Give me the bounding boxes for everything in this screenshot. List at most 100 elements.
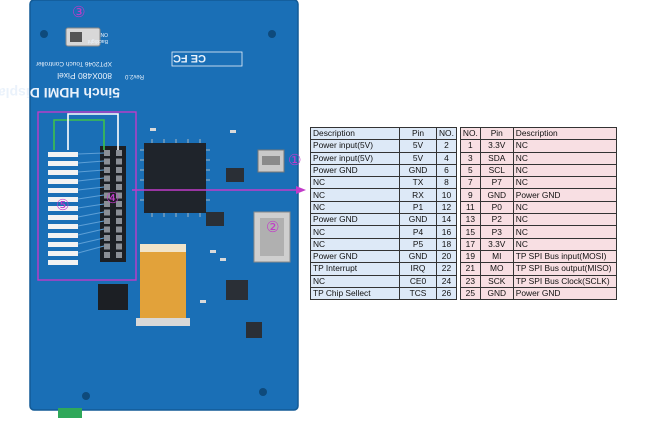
cell-description-right: TP SPI Bus output(MISO) (512, 262, 617, 276)
cert-marks (171, 51, 243, 67)
cell-pin-left: CE0 (399, 274, 437, 288)
cell-no-left: 12 (436, 200, 457, 215)
cell-description-right: NC (512, 225, 617, 239)
small-ic (246, 322, 262, 338)
cell-pin-right: P7 (479, 176, 514, 190)
cell-pin-right: 3.3V (479, 237, 514, 251)
cell-no-left: 4 (436, 151, 457, 165)
cell-pin-right: P0 (479, 200, 514, 215)
cell-description-right: NC (512, 200, 617, 215)
cell-description-left: NC (310, 176, 400, 190)
cell-pin-right: GND (479, 286, 514, 301)
cell-description-right: Power GND (512, 188, 617, 202)
cell-description-right: Power GND (512, 286, 617, 301)
cell-description-left: TP Interrupt (310, 262, 400, 276)
header-description-right: Description (512, 126, 617, 141)
svg-text:CE FC: CE FC (173, 52, 206, 64)
cell-no-right: 19 (459, 249, 481, 264)
cell-no-left: 18 (436, 237, 457, 251)
switch-label: Backlight (87, 38, 108, 44)
resolution-text: 800X480 Pixel (57, 71, 112, 81)
jumper-wire (53, 119, 105, 150)
cell-pin-right: GND (479, 188, 514, 202)
header-description-left: Description (310, 126, 400, 141)
board-title-text: 5inch HDMI Display (0, 85, 120, 101)
controller-chip (144, 143, 206, 213)
cell-pin-left: P5 (399, 237, 437, 251)
cell-no-left: 2 (436, 139, 457, 153)
arrowhead-icon (296, 186, 306, 194)
cell-no-right: 9 (459, 188, 481, 202)
cell-description-right: NC (512, 163, 617, 178)
jumper-wire (67, 113, 119, 150)
cell-pin-right: SCL (479, 163, 514, 178)
cell-no-left: 6 (436, 163, 457, 178)
cell-pin-right: 3.3V (479, 139, 514, 153)
cell-pin-right: P3 (479, 225, 514, 239)
header-pin-left: Pin (399, 126, 437, 141)
mounting-hole (259, 388, 267, 396)
header-no-right: NO. (459, 126, 481, 141)
cell-description-right: NC (512, 139, 617, 153)
cell-no-left: 20 (436, 249, 457, 264)
controller-text: XPT2046 Touch Controller (35, 60, 112, 67)
cell-no-left: 8 (436, 176, 457, 190)
cell-description-right: NC (512, 213, 617, 227)
marker-gpio: ④ (106, 189, 120, 207)
cell-description-left: TP Chip Sellect (310, 286, 400, 301)
switch-state: ON (100, 31, 108, 37)
cell-no-right: 17 (459, 237, 481, 251)
cell-description-left: NC (310, 237, 400, 251)
cell-description-left: NC (310, 225, 400, 239)
cell-no-right: 21 (459, 262, 481, 276)
marker-pads: ⑤ (56, 196, 70, 214)
cell-pin-left: 5V (399, 151, 437, 165)
cell-no-left: 26 (436, 286, 457, 301)
cell-no-right: 15 (459, 225, 481, 239)
cell-no-left: 10 (436, 188, 457, 202)
cell-description-left: Power GND (310, 163, 400, 178)
cell-pin-left: 5V (399, 139, 437, 153)
cell-pin-right: SDA (479, 151, 514, 165)
cell-no-right: 13 (459, 213, 481, 227)
mounting-hole (268, 30, 276, 38)
cell-pin-left: IRQ (399, 262, 437, 276)
cell-no-left: 14 (436, 213, 457, 227)
cell-no-right: 7 (459, 176, 481, 190)
cell-pin-left: TCS (399, 286, 437, 301)
cell-description-right: TP SPI Bus input(MOSI) (512, 249, 617, 264)
cell-no-right: 5 (459, 163, 481, 178)
cell-description-left: Power input(5V) (310, 151, 400, 165)
cell-description-left: Power input(5V) (310, 139, 400, 153)
cell-pin-left: GND (399, 213, 437, 227)
cell-pin-left: GND (399, 249, 437, 264)
cell-no-right: 1 (459, 139, 481, 153)
cell-no-right: 23 (459, 274, 481, 288)
cell-pin-left: GND (399, 163, 437, 178)
cell-description-left: NC (310, 200, 400, 215)
small-ic (206, 212, 224, 226)
cell-description-right: NC (512, 237, 617, 251)
cell-no-left: 22 (436, 262, 457, 276)
cell-description-left: NC (310, 274, 400, 288)
cell-pin-left: TX (399, 176, 437, 190)
fpc-ribbon (140, 244, 186, 324)
marker-hdmi: ② (266, 218, 280, 236)
cell-no-left: 16 (436, 225, 457, 239)
cell-description-right: NC (512, 151, 617, 165)
bottom-header (98, 284, 128, 310)
cell-description-right: TP SPI Bus Clock(SCLK) (512, 274, 617, 288)
